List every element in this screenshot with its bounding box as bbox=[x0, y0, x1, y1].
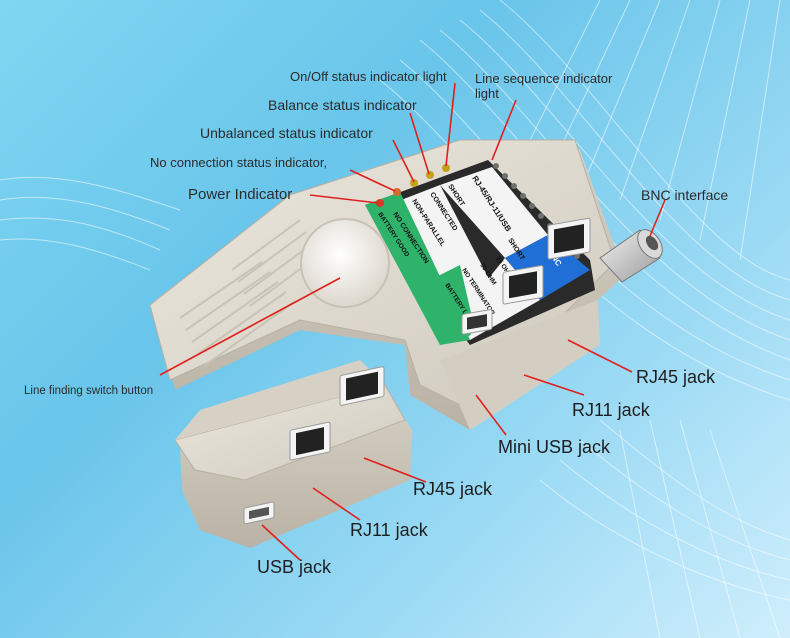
rj45-port-main[interactable] bbox=[547, 217, 591, 260]
label-line-finding-button: Line finding switch button bbox=[24, 385, 154, 397]
label-mini-usb: Mini USB jack bbox=[498, 437, 611, 457]
label-rj45-remote: RJ45 jack bbox=[413, 479, 493, 499]
label-bnc-interface: BNC interface bbox=[641, 187, 729, 203]
label-line-sequence-indicator-2: light bbox=[475, 86, 499, 101]
unbalanced-led bbox=[410, 179, 418, 187]
label-no-connection-indicator: No connection status indicator, bbox=[150, 155, 328, 170]
label-rj11-main: RJ11 jack bbox=[572, 400, 650, 420]
label-balance-indicator: Balance status indicator bbox=[268, 97, 417, 113]
label-rj45-main: RJ45 jack bbox=[636, 367, 716, 387]
label-power-indicator: Power Indicator bbox=[188, 186, 293, 203]
line-finding-button[interactable] bbox=[300, 218, 390, 308]
no-connection-led bbox=[393, 188, 401, 196]
on-off-led bbox=[442, 164, 450, 172]
pointer-lines bbox=[159, 82, 666, 561]
mini-usb-port[interactable] bbox=[461, 309, 493, 335]
label-line-sequence-indicator: Line sequence indicator bbox=[475, 71, 613, 86]
bnc-connector[interactable] bbox=[599, 225, 667, 283]
label-usb-jack: USB jack bbox=[257, 557, 332, 577]
power-indicator-led bbox=[376, 199, 384, 207]
label-on-off-indicator: On/Off status indicator light bbox=[290, 69, 447, 84]
usb-port[interactable] bbox=[243, 501, 275, 525]
label-unbalanced-indicator: Unbalanced status indicator bbox=[200, 125, 373, 141]
rj11-port-remote[interactable] bbox=[289, 421, 331, 461]
rj45-port-remote[interactable] bbox=[339, 366, 385, 406]
rj11-port-main[interactable] bbox=[502, 265, 544, 305]
balance-led bbox=[426, 171, 434, 179]
label-rj11-remote: RJ11 jack bbox=[350, 520, 428, 540]
